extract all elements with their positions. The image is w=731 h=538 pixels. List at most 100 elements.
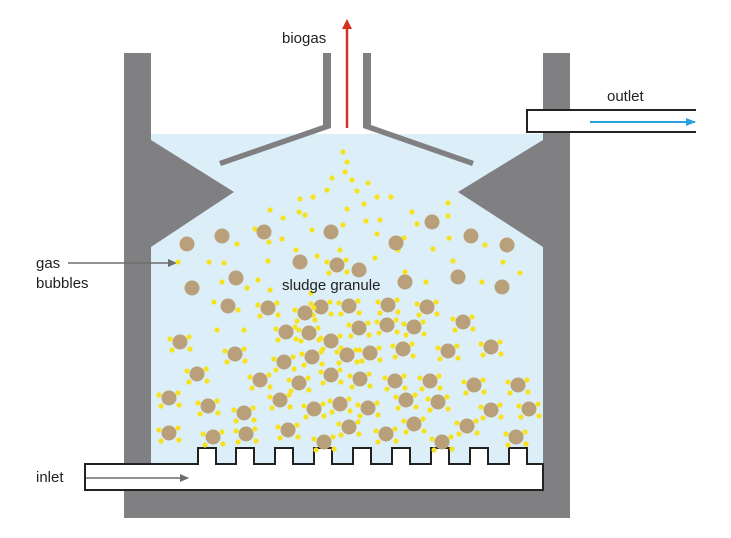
attached-gas-bubble [306, 387, 312, 393]
gas-bubble [423, 279, 429, 285]
attached-gas-bubble [436, 373, 442, 379]
gas-bubble [221, 260, 227, 266]
sludge-granule [292, 254, 308, 270]
sludge-granule [227, 346, 243, 362]
biogas-label: biogas [282, 30, 326, 47]
attached-gas-bubble [290, 354, 296, 360]
attached-gas-bubble [294, 318, 300, 324]
attached-gas-bubble [481, 389, 487, 395]
sludge-granule [406, 319, 422, 335]
attached-gas-bubble [498, 351, 504, 357]
attached-gas-bubble [480, 352, 486, 358]
attached-gas-bubble [480, 377, 486, 383]
attached-gas-bubble [394, 329, 400, 335]
sludge-granule [260, 300, 276, 316]
attached-gas-bubble [250, 405, 256, 411]
attached-gas-bubble [390, 343, 396, 349]
attached-gas-bubble [393, 438, 399, 444]
attached-gas-bubble [357, 347, 363, 353]
attached-gas-bubble [292, 324, 298, 330]
attached-gas-bubble [382, 375, 388, 381]
sludge-granule [463, 228, 479, 244]
attached-gas-bubble [454, 420, 460, 426]
sludge-granule [360, 400, 376, 416]
attached-gas-bubble [327, 398, 333, 404]
attached-gas-bubble [469, 314, 475, 320]
gas-bubble [266, 239, 272, 245]
attached-gas-bubble [480, 415, 486, 421]
attached-gas-bubble [318, 369, 324, 375]
gas-bubble [280, 215, 286, 221]
attached-gas-bubble [473, 418, 479, 424]
sludge-granule [179, 236, 195, 252]
sludge-granule [329, 257, 345, 273]
attached-gas-bubble [375, 412, 381, 418]
gas-bubble [363, 218, 369, 224]
attached-gas-bubble [287, 404, 293, 410]
sludge-granule [521, 401, 537, 417]
attached-gas-bubble [507, 390, 513, 396]
attached-gas-bubble [346, 396, 352, 402]
gas-bubble [388, 194, 394, 200]
sludge-granule [323, 224, 339, 240]
sludge-granule [332, 396, 348, 412]
attached-gas-bubble [367, 383, 373, 389]
left-deflector [151, 140, 234, 247]
gas-bubble [344, 159, 350, 165]
attached-gas-bubble [395, 309, 401, 315]
attached-gas-bubble [445, 406, 451, 412]
attached-gas-bubble [518, 414, 524, 420]
attached-gas-bubble [355, 419, 361, 425]
attached-gas-bubble [374, 319, 380, 325]
sludge-granule [301, 325, 317, 341]
attached-gas-bubble [346, 322, 352, 328]
attached-gas-bubble [267, 384, 273, 390]
inlet-label: inlet [36, 469, 64, 486]
attached-gas-bubble [338, 432, 344, 438]
attached-gas-bubble [452, 327, 458, 333]
gas-bubble [308, 290, 314, 296]
attached-gas-bubble [524, 377, 530, 383]
attached-gas-bubble [454, 343, 460, 349]
sludge-granule [161, 390, 177, 406]
attached-gas-bubble [200, 431, 206, 437]
attached-gas-bubble [357, 413, 363, 419]
attached-gas-bubble [348, 333, 354, 339]
sludge-granule [430, 394, 446, 410]
sludge-granule [304, 349, 320, 365]
sludge-granule [424, 214, 440, 230]
sludge-granule [276, 354, 292, 370]
attached-gas-bubble [321, 413, 327, 419]
sludge-granule [306, 401, 322, 417]
attached-gas-bubble [215, 410, 221, 416]
attached-gas-bubble [288, 388, 294, 394]
attached-gas-bubble [384, 386, 390, 392]
gas-bubble [340, 149, 346, 155]
attached-gas-bubble [420, 416, 426, 422]
gas-bubble [329, 175, 335, 181]
attached-gas-bubble [318, 335, 324, 341]
attached-gas-bubble [242, 358, 248, 364]
attached-gas-bubble [347, 408, 353, 414]
sludge-granule [189, 366, 205, 382]
sludge-granule [395, 341, 411, 357]
attached-gas-bubble [444, 394, 450, 400]
attached-gas-bubble [204, 378, 210, 384]
attached-gas-bubble [301, 403, 307, 409]
attached-gas-bubble [202, 442, 208, 448]
attached-gas-bubble [241, 346, 247, 352]
attached-gas-bubble [214, 398, 220, 404]
gas-bubble [267, 207, 273, 213]
attached-gas-bubble [267, 394, 273, 400]
attached-gas-bubble [224, 359, 230, 365]
inlet-pipe [84, 447, 544, 491]
attached-gas-bubble [376, 330, 382, 336]
sludge-granule [508, 429, 524, 445]
attached-gas-bubble [356, 310, 362, 316]
attached-gas-bubble [175, 390, 181, 396]
attached-gas-bubble [456, 431, 462, 437]
sludge-granule [205, 429, 221, 445]
gas-bubble [377, 217, 383, 223]
attached-gas-bubble [197, 411, 203, 417]
attached-gas-bubble [334, 349, 340, 355]
